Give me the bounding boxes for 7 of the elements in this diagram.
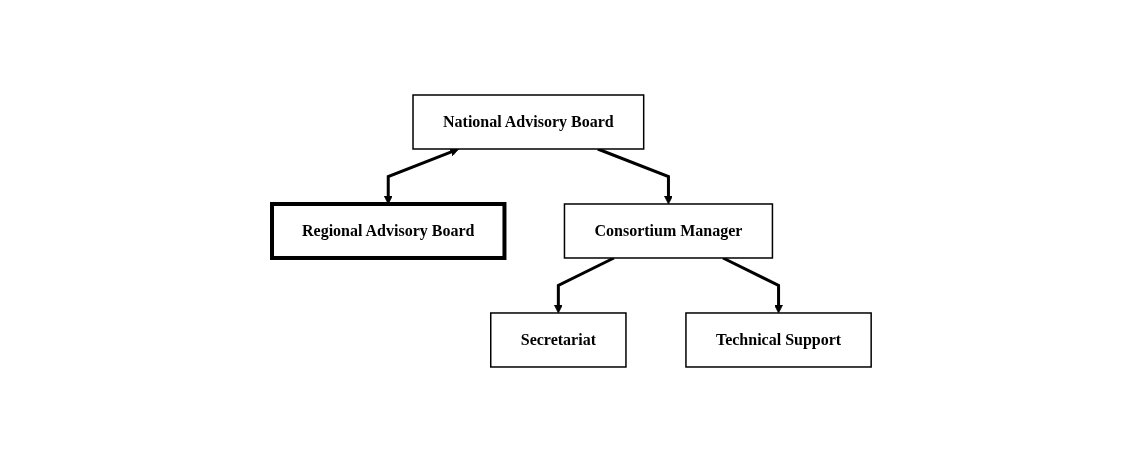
arrow xyxy=(554,256,615,314)
node-box: National Advisory Board xyxy=(412,94,645,150)
node-box: Regional Advisory Board xyxy=(270,202,507,260)
node-box: Secretariat xyxy=(490,312,628,368)
node-box: Technical Support xyxy=(685,312,873,368)
arrow xyxy=(722,256,784,314)
node-box: Consortium Manager xyxy=(564,203,774,259)
